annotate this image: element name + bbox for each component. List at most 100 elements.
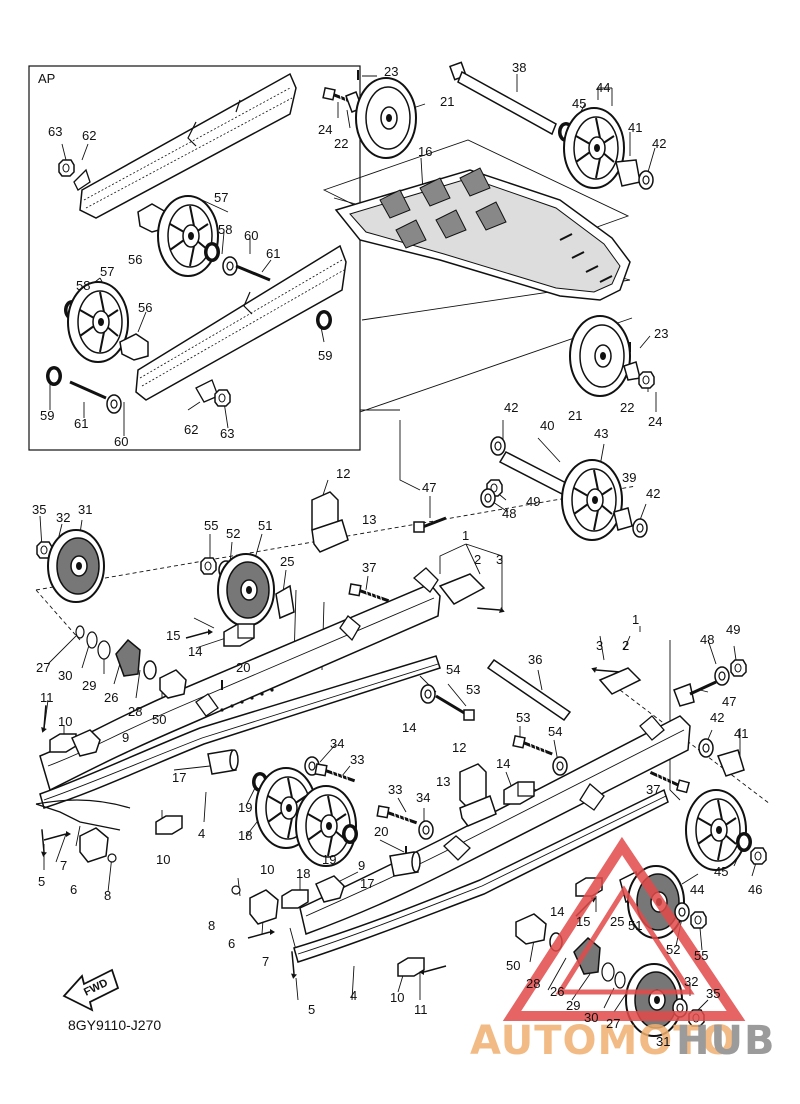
callout-21: 21 bbox=[568, 408, 582, 423]
callout-13: 13 bbox=[362, 512, 376, 527]
small-parts bbox=[35, 491, 767, 1037]
callout-45: 45 bbox=[714, 864, 728, 879]
callout-23: 23 bbox=[654, 326, 668, 341]
callout-14: 14 bbox=[188, 644, 202, 659]
diagram-code: 8GY9110-J270 bbox=[68, 1017, 161, 1033]
callout-20: 20 bbox=[236, 660, 250, 675]
callout-43: 43 bbox=[594, 426, 608, 441]
callout-3: 3 bbox=[496, 552, 503, 567]
watermark: AUTOMOTO HUB bbox=[470, 836, 775, 1064]
callout-7: 7 bbox=[60, 858, 67, 873]
callout-28: 28 bbox=[526, 976, 540, 991]
callout-52: 52 bbox=[666, 942, 680, 957]
callout-10: 10 bbox=[260, 862, 274, 877]
callout-27: 27 bbox=[36, 660, 50, 675]
callout-11: 11 bbox=[414, 1002, 428, 1017]
callout-37: 37 bbox=[646, 782, 660, 797]
callout-33: 33 bbox=[350, 752, 364, 767]
callout-49: 49 bbox=[726, 622, 740, 637]
watermark-automoto: AUTOMOTO bbox=[470, 1018, 737, 1064]
callout-53: 53 bbox=[516, 710, 530, 725]
callout-8: 8 bbox=[104, 888, 111, 903]
callout-60: 60 bbox=[114, 434, 128, 449]
callout-34: 34 bbox=[416, 790, 430, 805]
callout-36: 36 bbox=[528, 652, 542, 667]
callout-7: 7 bbox=[262, 954, 269, 969]
callout-31: 31 bbox=[656, 1034, 670, 1049]
callout-10: 10 bbox=[390, 990, 404, 1005]
callout-45: 45 bbox=[572, 96, 586, 111]
callout-54: 54 bbox=[548, 724, 562, 739]
callout-44: 44 bbox=[596, 80, 610, 95]
callout-24: 24 bbox=[648, 414, 662, 429]
callout-44: 44 bbox=[690, 882, 704, 897]
callout-55: 55 bbox=[204, 518, 218, 533]
callout-25: 25 bbox=[280, 554, 294, 569]
callout-17: 17 bbox=[172, 770, 186, 785]
callout-55: 55 bbox=[694, 948, 708, 963]
callout-62: 62 bbox=[82, 128, 96, 143]
callout-39: 39 bbox=[622, 470, 636, 485]
callout-52: 52 bbox=[226, 526, 240, 541]
callout-20: 20 bbox=[374, 824, 388, 839]
watermark-triangle bbox=[502, 836, 746, 1021]
callout-34: 34 bbox=[330, 736, 344, 751]
callout-46: 46 bbox=[748, 882, 762, 897]
callout-42: 42 bbox=[646, 486, 660, 501]
callout-26: 26 bbox=[550, 984, 564, 999]
callout-21: 21 bbox=[440, 94, 454, 109]
callout-61: 61 bbox=[266, 246, 280, 261]
callout-29: 29 bbox=[566, 998, 580, 1013]
callout-14: 14 bbox=[496, 756, 510, 771]
callout-11: 11 bbox=[40, 690, 54, 705]
callout-41: 41 bbox=[734, 726, 748, 741]
callout-57: 57 bbox=[100, 264, 114, 279]
callout-35: 35 bbox=[32, 502, 46, 517]
callout-50: 50 bbox=[506, 958, 520, 973]
callout-48: 48 bbox=[502, 506, 516, 521]
callout-56: 56 bbox=[128, 252, 142, 267]
callout-4: 4 bbox=[198, 826, 205, 841]
callout-9: 9 bbox=[358, 858, 365, 873]
callout-22: 22 bbox=[334, 136, 348, 151]
callout-1: 1 bbox=[462, 528, 469, 543]
callout-51: 51 bbox=[258, 518, 272, 533]
callout-12: 12 bbox=[452, 740, 466, 755]
callout-2: 2 bbox=[622, 638, 629, 653]
callout-58: 58 bbox=[218, 222, 232, 237]
callout-58: 58 bbox=[76, 278, 90, 293]
callout-24: 24 bbox=[318, 122, 332, 137]
callout-15: 15 bbox=[166, 628, 180, 643]
callout-42: 42 bbox=[504, 400, 518, 415]
callout-50: 50 bbox=[152, 712, 166, 727]
inset-border bbox=[28, 65, 361, 451]
callout-14: 14 bbox=[402, 720, 416, 735]
callout-28: 28 bbox=[128, 704, 142, 719]
slide-rail-right bbox=[293, 715, 691, 963]
watermark-hub: HUB bbox=[676, 1018, 775, 1064]
callout-5: 5 bbox=[308, 1002, 315, 1017]
callout-47: 47 bbox=[422, 480, 436, 495]
callout-2: 2 bbox=[474, 552, 481, 567]
callout-51: 51 bbox=[628, 918, 642, 933]
callout-59: 59 bbox=[318, 348, 332, 363]
callout-6: 6 bbox=[70, 882, 77, 897]
callout-42: 42 bbox=[652, 136, 666, 151]
callout-41: 41 bbox=[628, 120, 642, 135]
callout-48: 48 bbox=[700, 632, 714, 647]
callout-14: 14 bbox=[550, 904, 564, 919]
callout-18: 18 bbox=[296, 866, 310, 881]
callout-8: 8 bbox=[208, 918, 215, 933]
callout-25: 25 bbox=[610, 914, 624, 929]
callout-5: 5 bbox=[38, 874, 45, 889]
callout-19: 19 bbox=[238, 800, 252, 815]
callout-3: 3 bbox=[596, 638, 603, 653]
inset-label: AP bbox=[38, 71, 55, 86]
callout-30: 30 bbox=[58, 668, 72, 683]
callout-33: 33 bbox=[388, 782, 402, 797]
callout-19: 19 bbox=[322, 852, 336, 867]
callout-10: 10 bbox=[156, 852, 170, 867]
callout-27: 27 bbox=[606, 1016, 620, 1031]
callout-17: 17 bbox=[360, 876, 374, 891]
